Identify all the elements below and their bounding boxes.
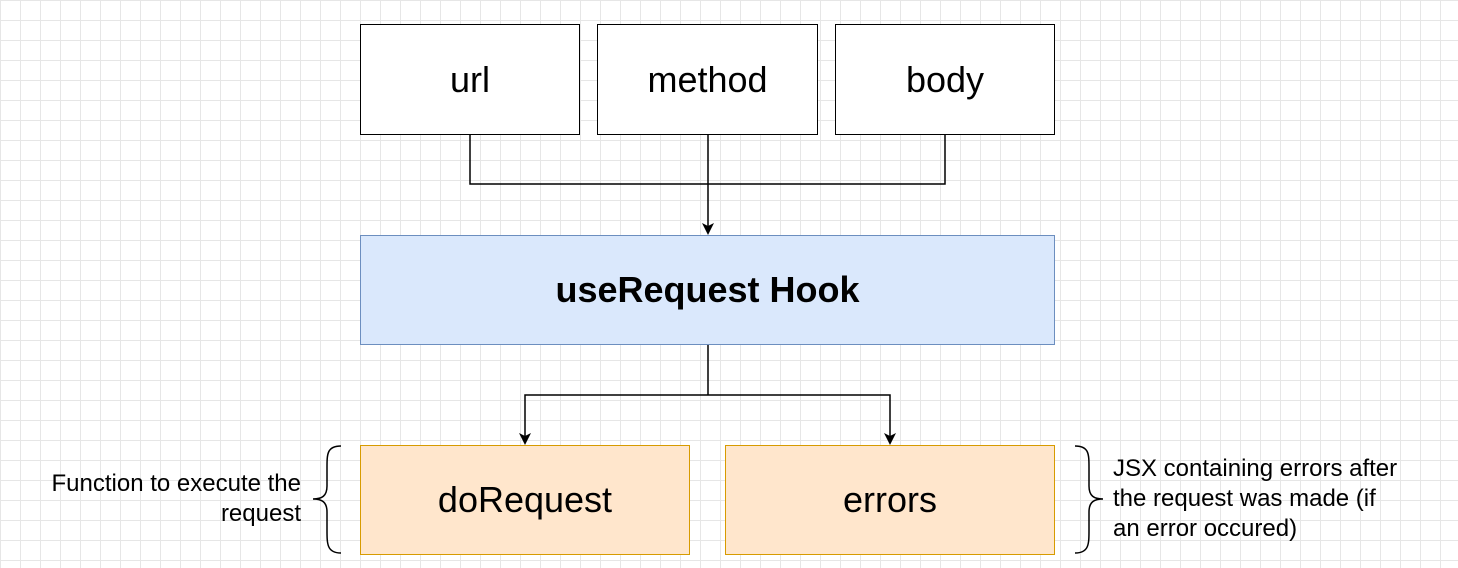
annotation-errors: JSX containing errors after the request …: [1113, 454, 1397, 544]
hook-label: useRequest Hook: [555, 269, 860, 310]
connector-url-to-hook: [469, 135, 708, 185]
annotation-do-request: Function to execute the request: [52, 469, 302, 529]
annotation-errors-line: an error occured): [1113, 515, 1298, 542]
output-label-do-request: doRequest: [437, 479, 613, 520]
left-curly-brace: [312, 445, 342, 554]
input-label-url: url: [449, 58, 490, 100]
annotation-do-request-line: Function to execute the: [51, 470, 302, 497]
annotation-do-request-line: request: [220, 500, 301, 527]
output-label-errors: errors: [842, 479, 937, 520]
input-box-body[interactable]: body: [835, 24, 1055, 135]
input-label-method: method: [647, 58, 768, 100]
input-box-method[interactable]: method: [597, 24, 818, 135]
annotation-errors-line: the request was made (if: [1113, 485, 1376, 512]
output-box-do-request[interactable]: doRequest: [360, 445, 690, 555]
connector-hook-to-errors: [708, 394, 896, 445]
input-box-url[interactable]: url: [360, 24, 580, 135]
hook-box[interactable]: useRequest Hook: [360, 235, 1055, 345]
annotation-errors-line: JSX containing errors after: [1113, 455, 1398, 482]
output-box-errors[interactable]: errors: [725, 445, 1055, 555]
connector-body-to-hook: [708, 135, 946, 185]
connector-hook-to-do-request: [519, 394, 708, 445]
right-curly-brace: [1074, 445, 1104, 554]
input-label-body: body: [905, 58, 985, 100]
